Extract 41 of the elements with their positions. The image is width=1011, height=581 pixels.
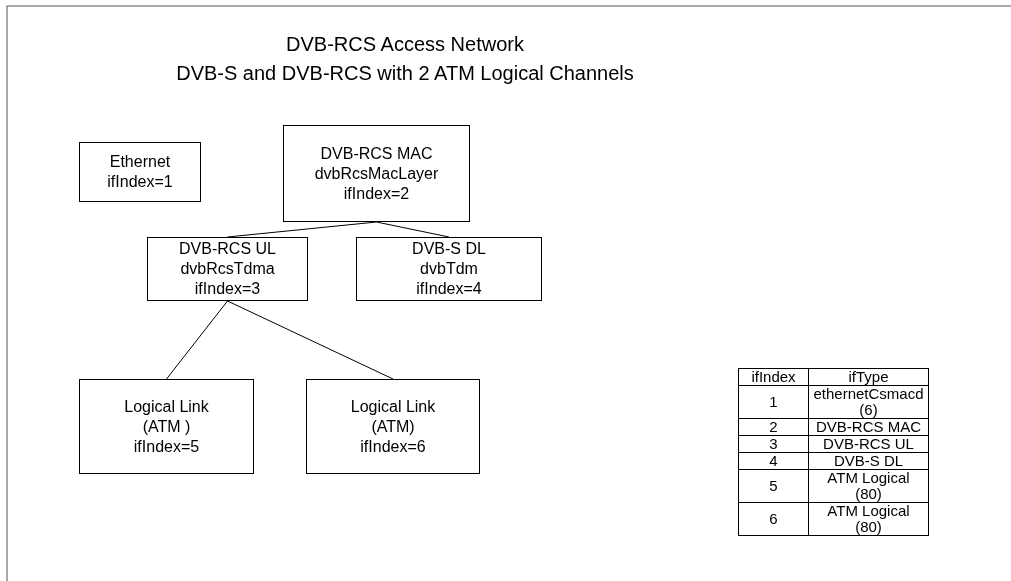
box-text: dvbTdm (420, 259, 478, 279)
diagram-title: DVB-RCS Access Network (285, 33, 525, 56)
table-entry: DVB-RCS UL (808, 435, 929, 453)
box-text: (ATM) (371, 416, 415, 437)
box-text: ifIndex=4 (416, 279, 482, 299)
diagram-subtitle: DVB-S and DVB-RCS with 2 ATM Logical Channels (175, 62, 635, 85)
table-entry: 2 (738, 418, 809, 436)
interface-box (147, 237, 308, 301)
interface-box (79, 142, 201, 202)
table-entry: 5 (738, 469, 809, 503)
box-text: ifIndex=6 (360, 436, 426, 457)
interface-box (283, 125, 470, 222)
box-text: DVB-RCS UL (179, 239, 276, 259)
connector-line (166, 300, 228, 380)
box-text: ifIndex=5 (133, 436, 200, 457)
connector-line (227, 300, 394, 380)
box-text: DVB-RCS MAC (320, 143, 433, 164)
box-text: Logical Link (124, 396, 209, 417)
box-text: DVB-S DL (412, 239, 486, 259)
box-text: ifIndex=3 (194, 279, 261, 299)
table-entry: ATM Logical (80) (808, 469, 929, 503)
box-text: (ATM ) (142, 416, 191, 437)
column-header: ifType (808, 368, 929, 386)
interface-box (79, 379, 254, 474)
table-entry: DVB-S DL (808, 452, 929, 470)
table-entry: ethernetCsmacd (6) (808, 385, 929, 419)
box-text: Ethernet (109, 152, 171, 172)
box-text: ifIndex=2 (343, 183, 410, 204)
table-entry: 6 (738, 502, 809, 536)
column-header: ifIndex (738, 368, 809, 386)
box-text: Logical Link (350, 396, 436, 417)
interface-box (356, 237, 542, 301)
interface-box (306, 379, 480, 474)
table-entry: 4 (738, 452, 809, 470)
table-entry: 3 (738, 435, 809, 453)
box-text: dvbRcsMacLayer (314, 163, 439, 184)
box-text: ifIndex=1 (107, 172, 173, 192)
table-entry: ATM Logical (80) (808, 502, 929, 536)
table-entry: 1 (738, 385, 809, 419)
box-text: dvbRcsTdma (180, 259, 275, 279)
table-entry: DVB-RCS MAC (808, 418, 929, 436)
